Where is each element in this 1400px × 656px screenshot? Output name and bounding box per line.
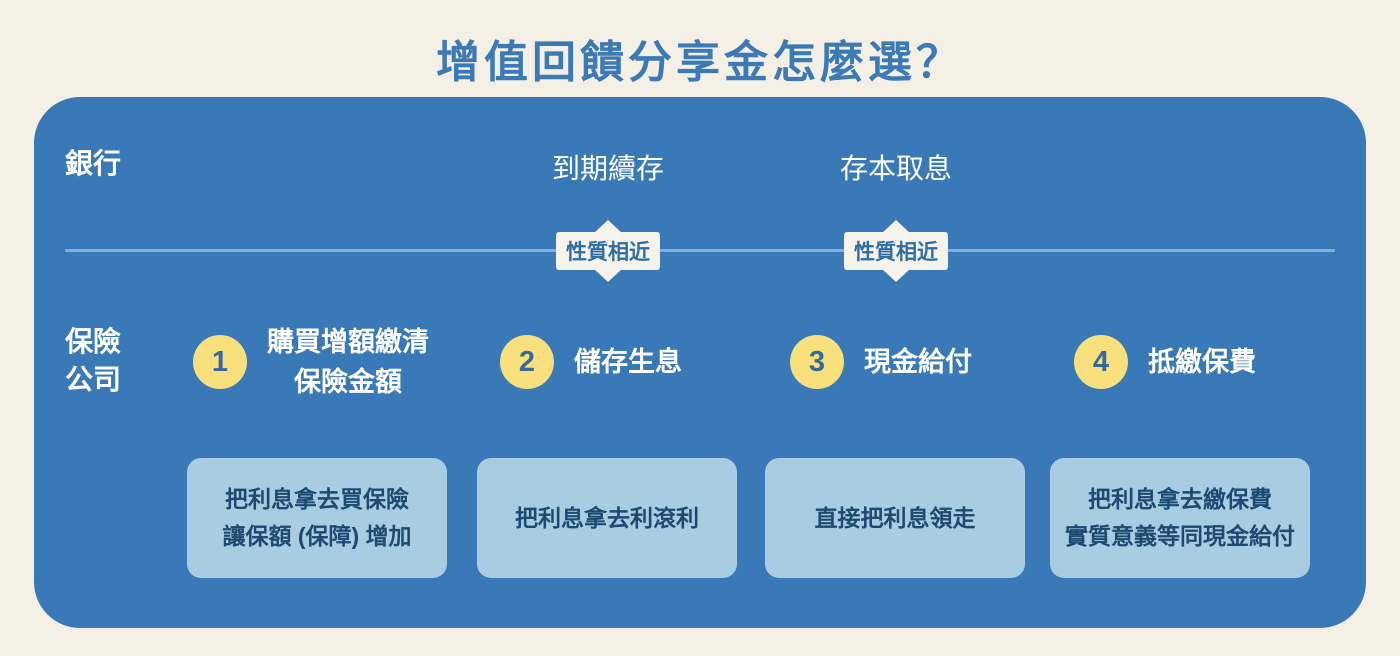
insurer-row-label: 保險 公司 <box>65 326 122 395</box>
option-description-card-1: 把利息拿去買保險 讓保額 (保障) 增加 <box>187 458 447 578</box>
option-number-badge-1: 1 <box>193 335 247 389</box>
similarity-badge-left: 性質相近 <box>556 232 660 270</box>
option-number-badge-3: 3 <box>790 335 844 389</box>
option-label-4: 抵繳保費 <box>1148 347 1256 377</box>
similarity-divider-line <box>65 249 1335 252</box>
option-item-2: 2 儲存生息 <box>500 320 682 404</box>
option-description-card-4: 把利息拿去繳保費 實質意義等同現金給付 <box>1050 458 1310 578</box>
option-label-2: 儲存生息 <box>574 347 682 377</box>
main-panel: 銀行 到期續存 存本取息 性質相近 性質相近 保險 公司 1 購買增額繳清 保險… <box>34 97 1366 628</box>
option-number-badge-4: 4 <box>1074 335 1128 389</box>
bank-term-maturity-renewal: 到期續存 <box>551 153 664 184</box>
option-item-3: 3 現金給付 <box>790 320 972 404</box>
option-item-4: 4 抵繳保費 <box>1074 320 1256 404</box>
bank-term-principal-interest: 存本取息 <box>839 153 952 184</box>
option-label-1: 購買增額繳清 保險金額 <box>267 327 429 397</box>
page-title: 增值回饋分享金怎麼選？ <box>436 38 964 87</box>
option-description-card-3: 直接把利息領走 <box>765 458 1025 578</box>
option-description-card-2: 把利息拿去利滾利 <box>477 458 737 578</box>
similarity-badge-right: 性質相近 <box>844 232 948 270</box>
option-item-1: 1 購買增額繳清 保險金額 <box>193 320 429 404</box>
option-label-3: 現金給付 <box>864 347 972 377</box>
option-number-badge-2: 2 <box>500 335 554 389</box>
bank-row-label: 銀行 <box>65 148 122 179</box>
